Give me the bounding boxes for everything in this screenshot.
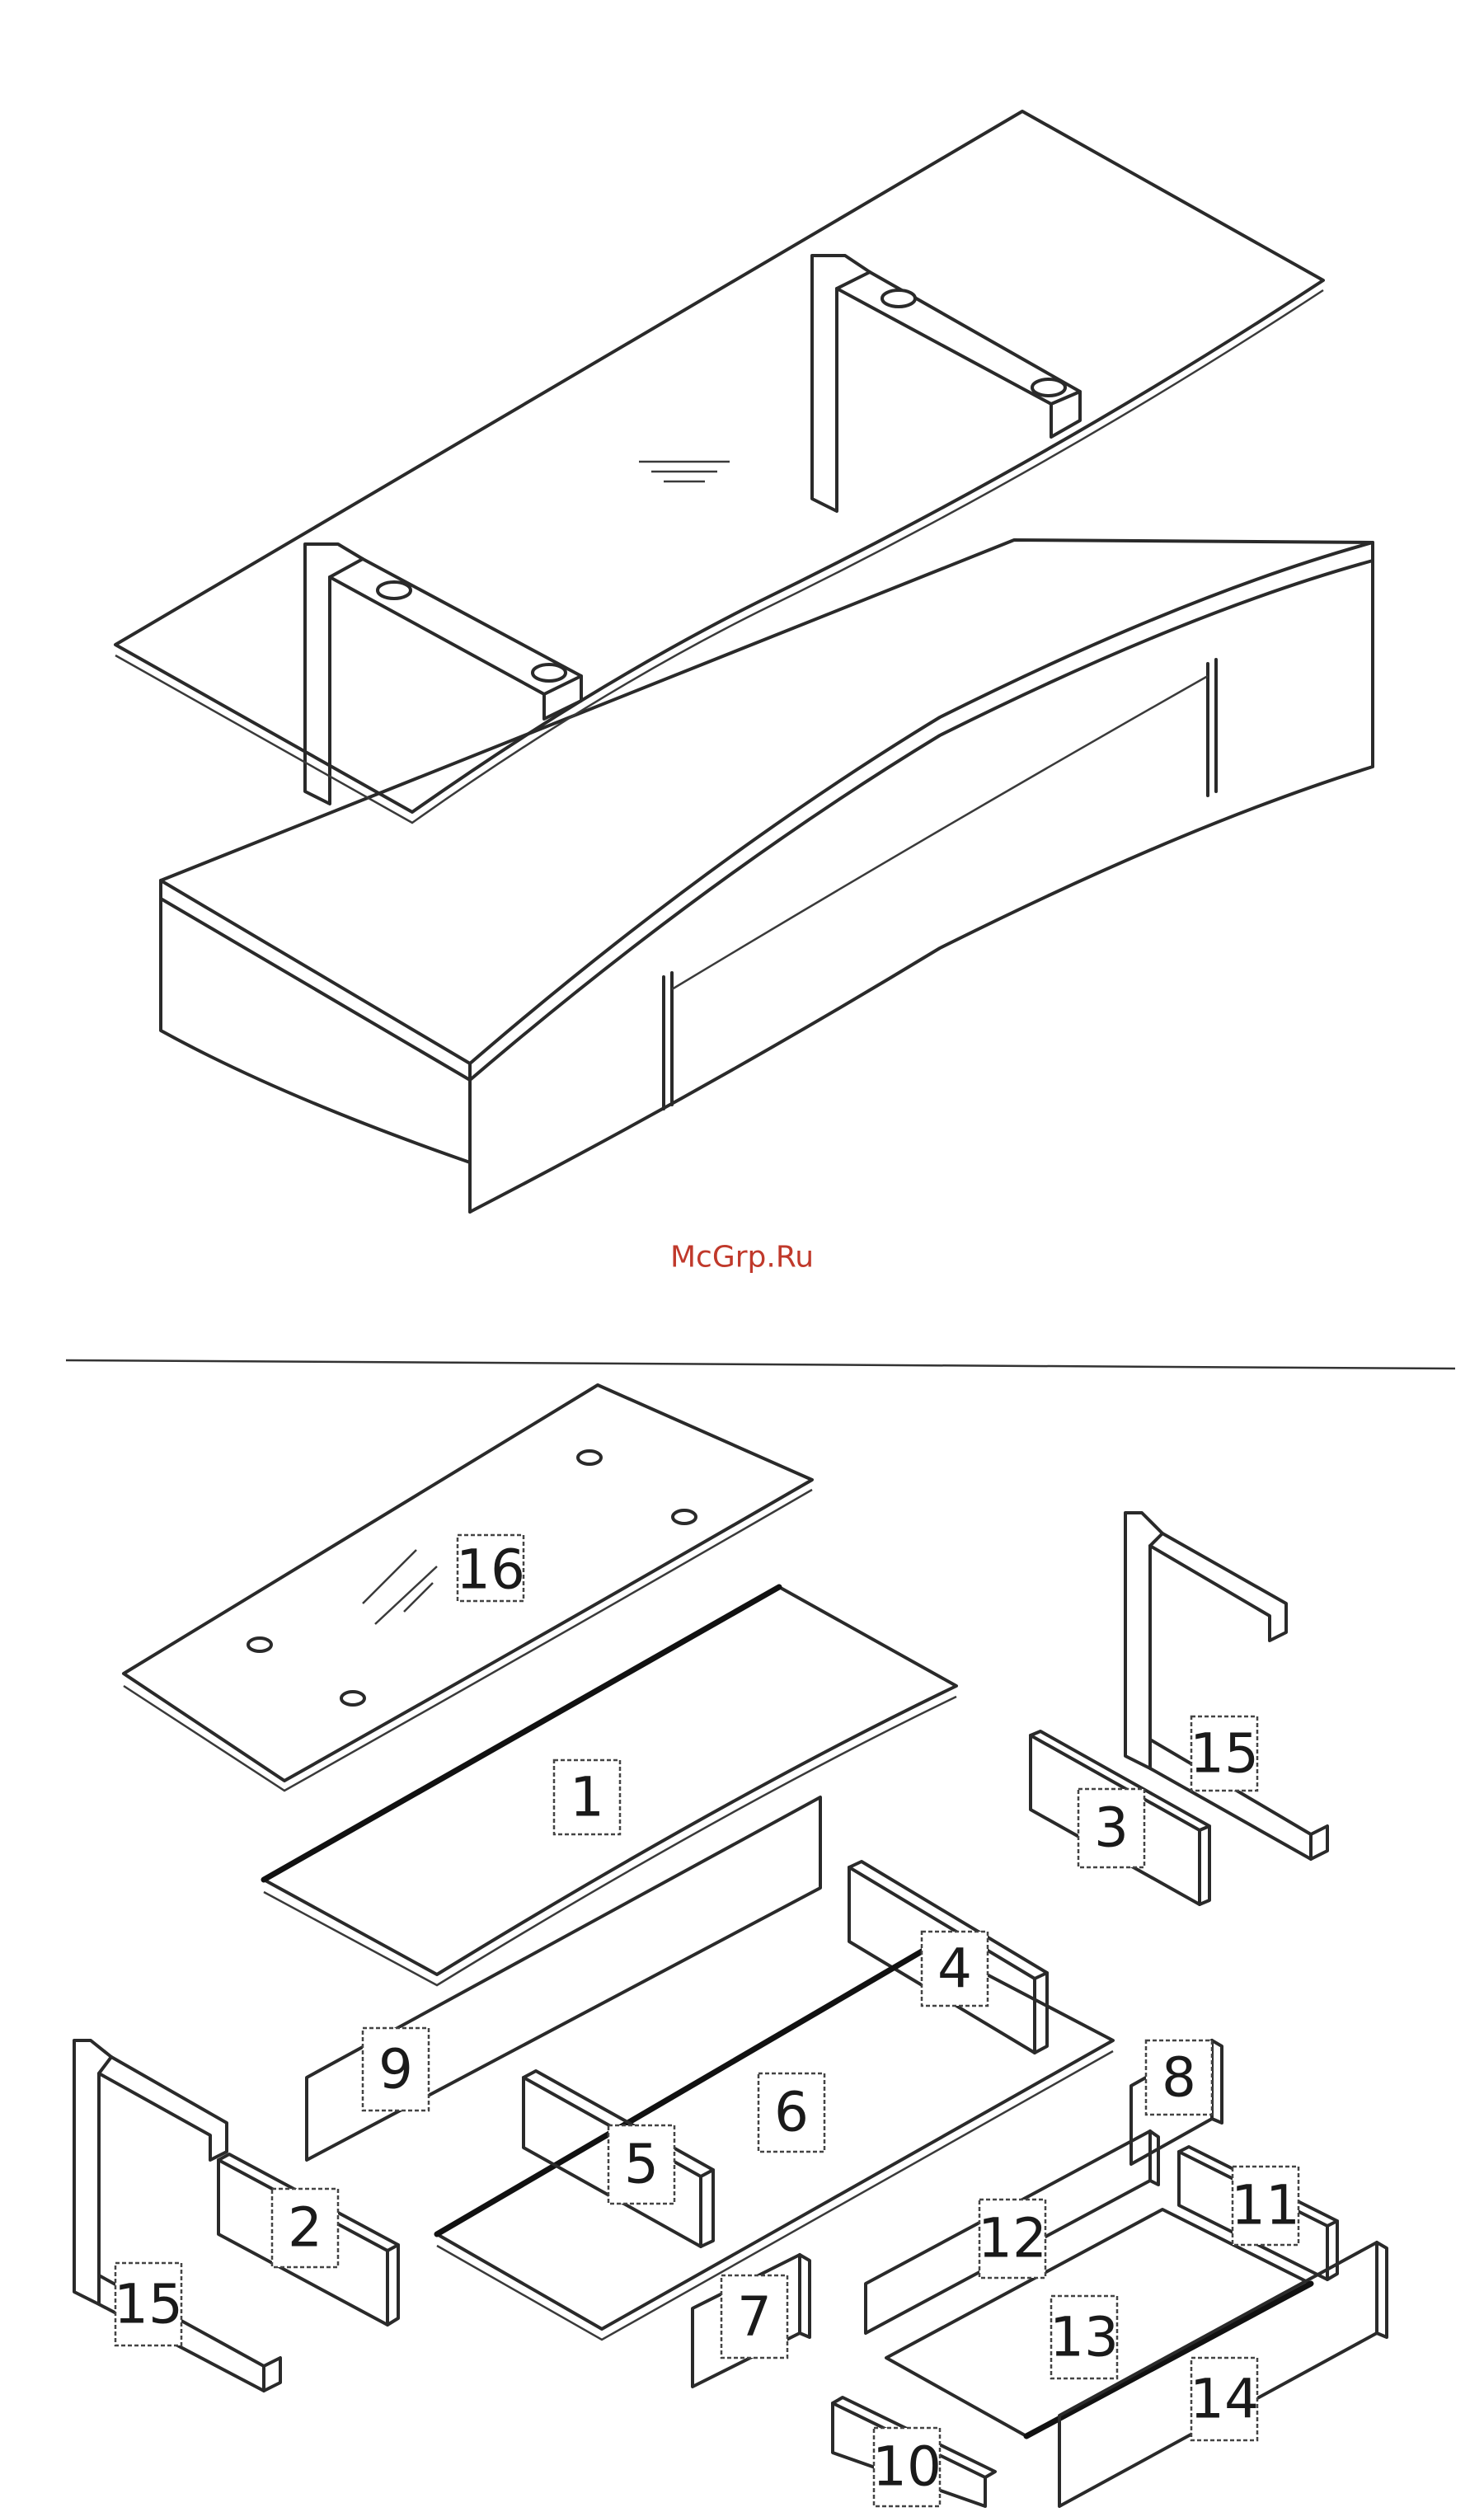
callout-4: 4 xyxy=(922,1932,988,2006)
cabinet-left-end xyxy=(161,880,470,1162)
callout-16: 16 xyxy=(456,1535,525,1602)
cabinet-front-bottom xyxy=(470,542,1373,1212)
callout-9: 9 xyxy=(363,2028,429,2111)
callout-label: 13 xyxy=(1050,2306,1119,2369)
cabinet-top xyxy=(161,540,1373,1063)
callout-15-left: 15 xyxy=(114,2263,183,2345)
watermark-text: McGrp.Ru xyxy=(670,1241,814,1275)
callout-label: 7 xyxy=(737,2285,772,2349)
callout-label: 11 xyxy=(1231,2174,1300,2237)
callout-label: 2 xyxy=(288,2196,322,2260)
callout-7: 7 xyxy=(721,2275,787,2358)
drawer-divider-left xyxy=(664,973,672,1109)
callout-label: 15 xyxy=(114,2273,183,2336)
callout-6: 6 xyxy=(758,2073,824,2152)
left-leg xyxy=(305,544,581,804)
callout-label: 10 xyxy=(872,2435,942,2499)
callout-8: 8 xyxy=(1146,2040,1212,2115)
callout-14: 14 xyxy=(1190,2358,1259,2440)
callout-label: 8 xyxy=(1162,2046,1196,2110)
callout-label: 5 xyxy=(624,2133,659,2196)
callout-label: 16 xyxy=(456,1538,525,1602)
drawer-divider-right xyxy=(1208,660,1216,796)
callout-3: 3 xyxy=(1078,1789,1144,1867)
callout-label: 3 xyxy=(1094,1796,1129,1860)
callout-label: 6 xyxy=(774,2081,809,2144)
callout-10: 10 xyxy=(872,2428,942,2506)
glass-symbol xyxy=(639,462,730,481)
section-divider xyxy=(66,1360,1455,1369)
callout-label: 4 xyxy=(937,1937,972,2001)
glass-top-edge xyxy=(115,290,1323,823)
right-leg xyxy=(812,256,1080,511)
callout-5: 5 xyxy=(608,2125,674,2204)
callout-label: 1 xyxy=(570,1766,604,1829)
callout-label: 12 xyxy=(978,2207,1047,2270)
callout-11: 11 xyxy=(1231,2167,1300,2245)
exploded-view: 16 1 15 3 4 9 8 6 xyxy=(74,1385,1387,2506)
assembled-view xyxy=(115,111,1373,1212)
callout-15-right: 15 xyxy=(1190,1716,1259,1791)
callout-1: 1 xyxy=(554,1760,620,1834)
drawer-top-line xyxy=(672,676,1208,989)
callout-12: 12 xyxy=(978,2200,1047,2278)
callout-label: 14 xyxy=(1190,2368,1259,2431)
callout-2: 2 xyxy=(272,2189,338,2267)
callout-13: 13 xyxy=(1050,2296,1119,2378)
callout-label: 15 xyxy=(1190,1722,1259,1786)
callout-label: 9 xyxy=(378,2038,413,2101)
